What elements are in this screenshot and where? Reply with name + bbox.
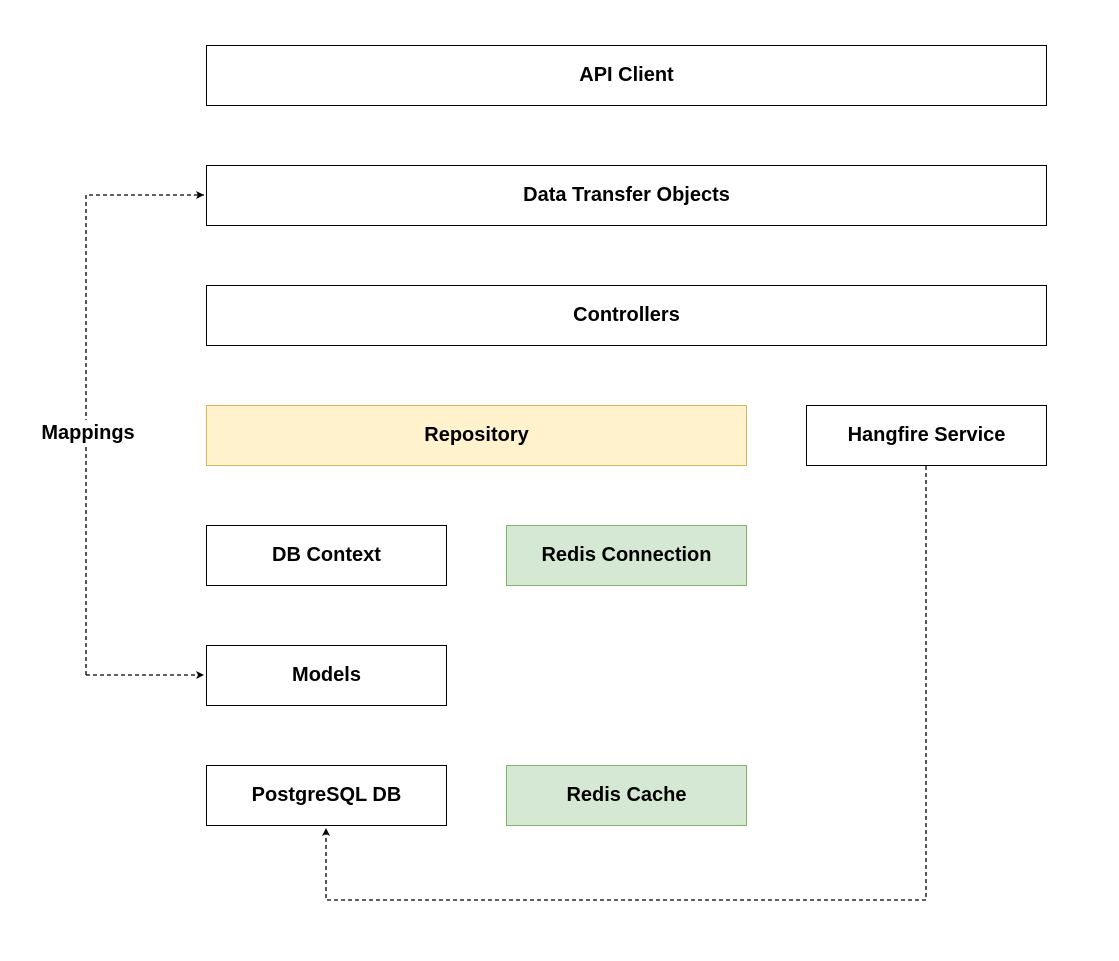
data-transfer-objects-node[interactable]: Data Transfer Objects (206, 165, 1047, 226)
db-context-node[interactable]: DB Context (206, 525, 447, 586)
controllers-node[interactable]: Controllers (206, 285, 1047, 346)
hangfire-service-node[interactable]: Hangfire Service (806, 405, 1047, 466)
repository-node[interactable]: Repository (206, 405, 747, 466)
models-node[interactable]: Models (206, 645, 447, 706)
api-client-node[interactable]: API Client (206, 45, 1047, 106)
redis-connection-node[interactable]: Redis Connection (506, 525, 747, 586)
hangfire-to-postgres-edge[interactable] (322, 466, 927, 901)
mappings-edge[interactable] (85, 191, 204, 675)
redis-cache-node[interactable]: Redis Cache (506, 765, 747, 826)
postgresql-db-node[interactable]: PostgreSQL DB (206, 765, 447, 826)
mappings-edge-label: Mappings (28, 420, 148, 446)
